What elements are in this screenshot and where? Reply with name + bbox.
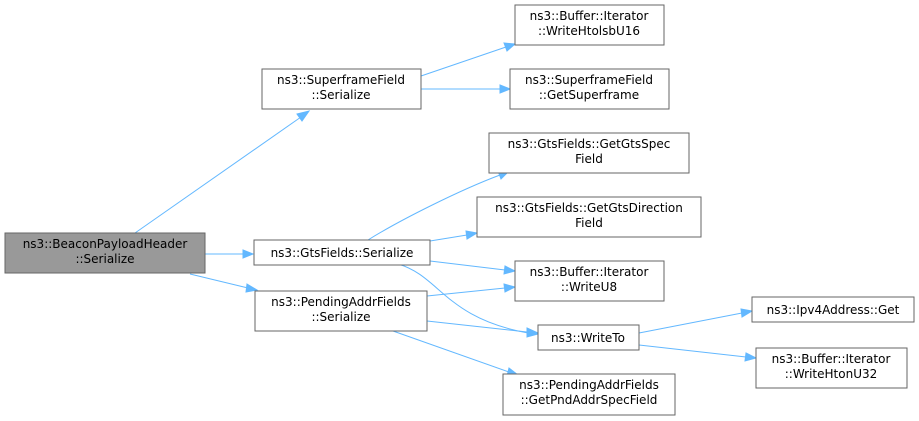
node-write-to[interactable]: ns3::WriteTo — [537, 324, 640, 351]
node-label-line: ::GetPndAddrSpecField — [521, 393, 658, 407]
edge-gts-to-writeu8 — [429, 260, 517, 275]
node-label-line: ::Serialize — [311, 88, 370, 102]
edge-gts-to-directionfield — [429, 230, 479, 242]
edge-writeto-to-ipv4get — [638, 308, 754, 334]
edge-pending-to-pndaddr — [392, 330, 520, 377]
edge-beacon-to-gts — [205, 249, 255, 259]
node-label-line: ns3::BeaconPayloadHeader — [23, 237, 188, 251]
node-label-line: ::GetSuperframe — [539, 88, 639, 102]
node-label-line: ns3::GtsFields::GetGtsSpec — [508, 137, 671, 151]
node-label-line: ns3::Buffer::Iterator — [530, 9, 649, 23]
node-label-line: ns3::WriteTo — [551, 331, 625, 345]
node-get-gts-direction-field[interactable]: ns3::GtsFields::GetGtsDirection Field — [476, 196, 702, 238]
node-get-gts-spec-field[interactable]: ns3::GtsFields::GetGtsSpec Field — [488, 132, 690, 174]
node-label-line: ::WriteU8 — [561, 280, 617, 294]
node-label-line: ns3::PendingAddrFields — [271, 295, 411, 309]
node-superframe-serialize[interactable]: ns3::SuperframeField ::Serialize — [261, 68, 422, 110]
edge-superframe-to-htolsb — [420, 42, 517, 77]
node-label-line: ns3::SuperframeField — [525, 73, 653, 87]
edge-writeto-to-htonu32 — [638, 344, 758, 362]
node-ipv4-get[interactable]: ns3::Ipv4Address::Get — [751, 296, 915, 323]
node-write-htolsb-u16[interactable]: ns3::Buffer::Iterator ::WriteHtolsbU16 — [514, 4, 665, 46]
node-label-line: ns3::GtsFields::GetGtsDirection — [495, 201, 683, 215]
node-gts-serialize[interactable]: ns3::GtsFields::Serialize — [253, 239, 431, 266]
edge-beacon-to-pending — [189, 273, 259, 293]
node-label-line: ns3::Buffer::Iterator — [530, 265, 649, 279]
edge-superframe-to-getsuperframe — [421, 84, 512, 94]
node-label-line: ::WriteHtonU32 — [785, 367, 878, 381]
node-label-line: ns3::PendingAddrFields — [519, 378, 659, 392]
node-label-line: Field — [575, 152, 603, 166]
node-label-line: ::WriteHtolsbU16 — [538, 24, 640, 38]
node-get-pnd-addr-spec-field[interactable]: ns3::PendingAddrFields ::GetPndAddrSpecF… — [502, 373, 676, 416]
node-label-line: ::Serialize — [75, 252, 134, 266]
node-write-u8[interactable]: ns3::Buffer::Iterator ::WriteU8 — [514, 260, 665, 302]
edge-beacon-to-superframe — [134, 110, 311, 234]
node-get-superframe[interactable]: ns3::SuperframeField ::GetSuperframe — [509, 68, 670, 110]
node-label-line: ns3::Buffer::Iterator — [772, 352, 891, 366]
node-beacon-serialize[interactable]: ns3::BeaconPayloadHeader ::Serialize — [4, 232, 206, 274]
node-label-line: ns3::Ipv4Address::Get — [767, 303, 900, 317]
node-label-line: Field — [575, 216, 603, 230]
node-write-hton-u32[interactable]: ns3::Buffer::Iterator ::WriteHtonU32 — [755, 347, 908, 389]
edge-pending-to-writeu8 — [426, 283, 517, 297]
node-label-line: ::Serialize — [311, 310, 370, 324]
node-label-line: ns3::SuperframeField — [277, 73, 405, 87]
node-label-line: ns3::GtsFields::Serialize — [271, 246, 414, 260]
node-pending-serialize[interactable]: ns3::PendingAddrFields ::Serialize — [254, 290, 428, 332]
edge-pending-to-writeto — [426, 320, 540, 337]
